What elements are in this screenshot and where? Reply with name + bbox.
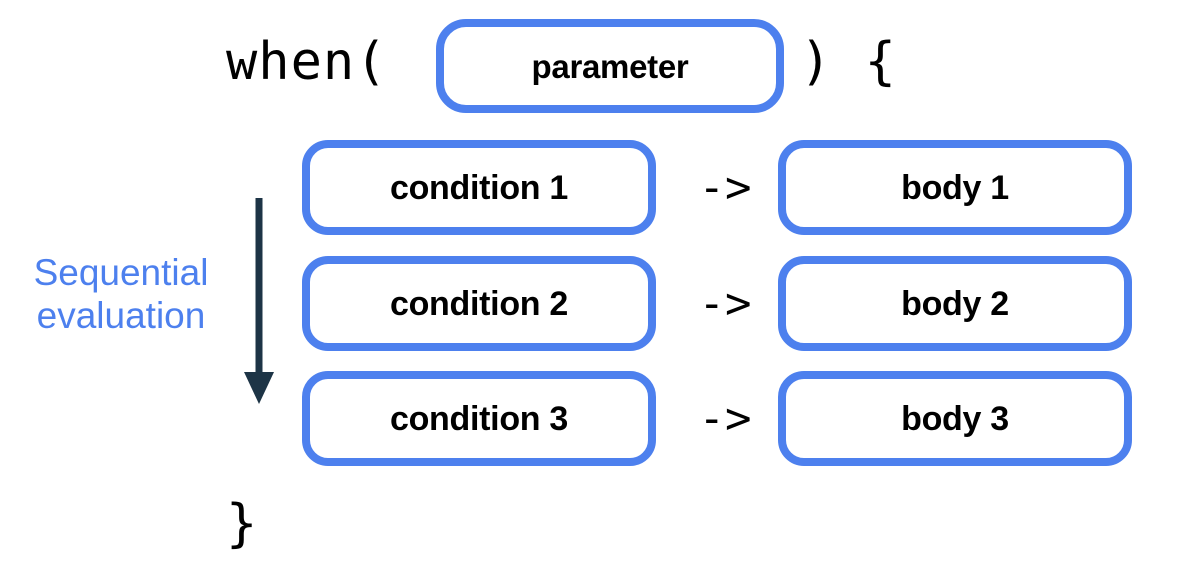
body-box-3[interactable]: body 3 [778, 371, 1132, 466]
close-paren-open-brace-text: ) { [800, 32, 897, 92]
condition-box-3-label: condition 3 [389, 399, 569, 438]
down-arrow-icon [244, 198, 274, 404]
sequential-evaluation-line-2: evaluation [36, 294, 206, 336]
condition-box-1[interactable]: condition 1 [302, 140, 656, 235]
body-box-1-label: body 1 [901, 168, 1009, 207]
body-box-3-label: body 3 [901, 399, 1009, 438]
body-box-2-label: body 2 [901, 284, 1009, 323]
closing-brace-text: } [226, 494, 259, 554]
branch-arrow-3: -> [698, 393, 752, 444]
condition-box-1-label: condition 1 [389, 168, 569, 207]
condition-box-2-label: condition 2 [389, 284, 569, 323]
sequential-evaluation-line-1: Sequential [33, 252, 209, 293]
branch-arrow-2: -> [698, 278, 752, 329]
body-box-2[interactable]: body 2 [778, 256, 1132, 351]
condition-box-2[interactable]: condition 2 [302, 256, 656, 351]
when-keyword-text: when( [226, 32, 388, 92]
parameter-box[interactable]: parameter [436, 19, 784, 113]
parameter-box-label: parameter [531, 47, 689, 85]
condition-box-3[interactable]: condition 3 [302, 371, 656, 466]
body-box-1[interactable]: body 1 [778, 140, 1132, 235]
branch-arrow-1: -> [698, 162, 752, 213]
sequential-evaluation-label: Sequential evaluation [8, 252, 234, 338]
